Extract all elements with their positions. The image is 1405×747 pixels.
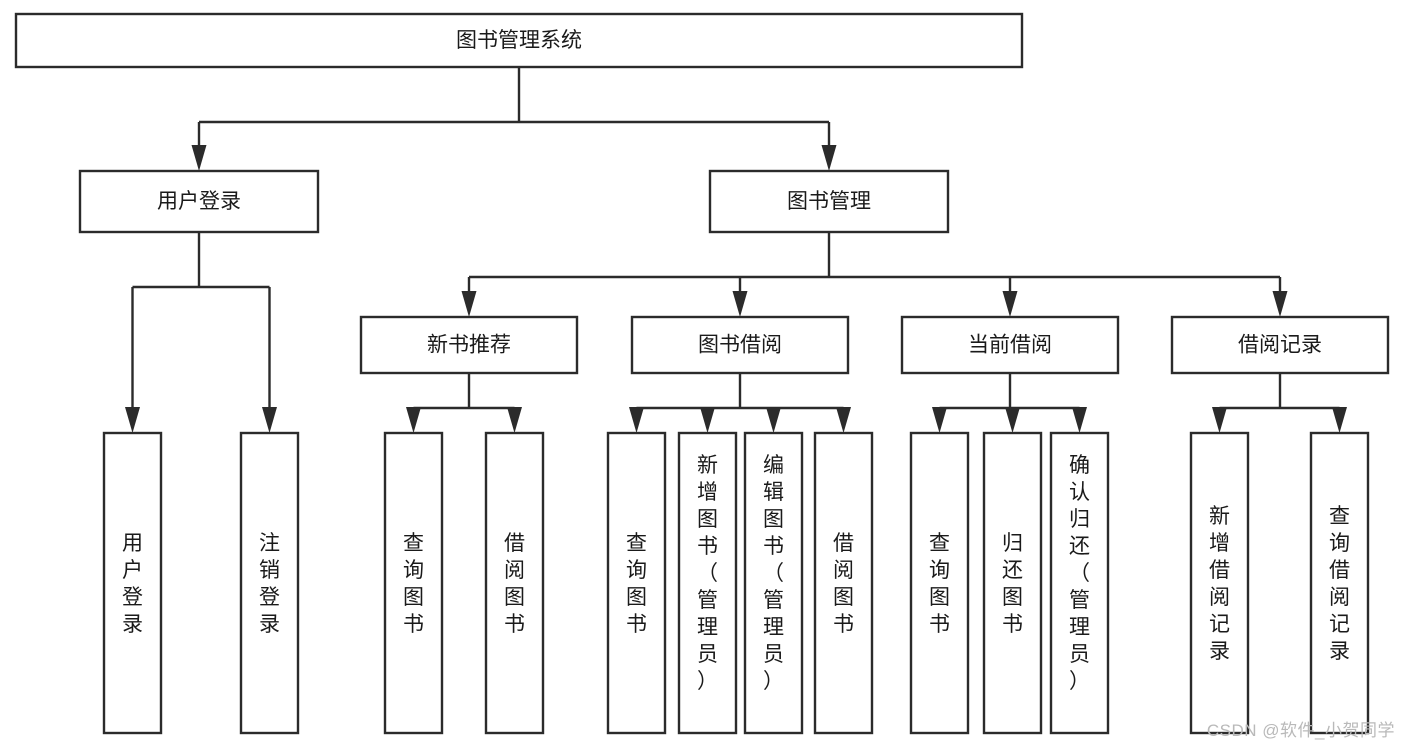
- node-leaf-user-logout[interactable]: 注销登录: [239, 431, 300, 735]
- node-label: 借阅记录: [1238, 334, 1322, 357]
- edge-arrowhead: [262, 407, 277, 433]
- node-label: 查询借阅记录: [1329, 505, 1350, 663]
- edge-arrowhead: [461, 291, 477, 317]
- node-box[interactable]: [484, 431, 545, 735]
- edge-arrowhead: [1272, 291, 1288, 317]
- node-current-borrow[interactable]: 当前借阅: [900, 315, 1120, 375]
- node-label: 用户登录: [122, 532, 143, 636]
- node-label: 用户登录: [157, 190, 241, 213]
- edge-arrowhead: [1005, 407, 1020, 433]
- node-box[interactable]: [239, 431, 300, 735]
- node-new-book-rec[interactable]: 新书推荐: [359, 315, 579, 375]
- node-box[interactable]: [1049, 431, 1110, 735]
- node-leaf-query-book-3[interactable]: 查询图书: [909, 431, 970, 735]
- node-box[interactable]: [383, 431, 444, 735]
- edge-arrowhead: [932, 407, 947, 433]
- edge-arrowhead: [821, 145, 837, 171]
- node-leaf-edit-book[interactable]: 编辑图书（管理员）: [743, 431, 804, 735]
- node-box[interactable]: [14, 12, 1024, 69]
- node-label: 确认归还（管理员）: [1069, 454, 1090, 693]
- node-label: 查询图书: [403, 532, 424, 636]
- node-user-login[interactable]: 用户登录: [78, 169, 320, 234]
- node-label: 图书管理: [787, 190, 871, 213]
- node-label: 新书推荐: [427, 334, 511, 357]
- node-leaf-query-book-2[interactable]: 查询图书: [606, 431, 667, 735]
- node-label: 编辑图书（管理员）: [763, 454, 784, 693]
- node-label: 借阅图书: [504, 532, 525, 636]
- node-leaf-return-book[interactable]: 归还图书: [982, 431, 1043, 735]
- edge-arrowhead: [732, 291, 748, 317]
- node-box[interactable]: [677, 431, 738, 735]
- node-label: 新增图书（管理员）: [697, 454, 718, 693]
- node-box[interactable]: [359, 315, 579, 375]
- edge-arrowhead: [836, 407, 851, 433]
- node-label: 图书借阅: [698, 334, 782, 357]
- node-box[interactable]: [606, 431, 667, 735]
- nodes-layer: 图书管理系统用户登录图书管理新书推荐图书借阅当前借阅借阅记录用户登录注销登录查询…: [14, 12, 1390, 735]
- node-label: 新增借阅记录: [1209, 505, 1230, 663]
- node-label: 查询图书: [929, 532, 950, 636]
- node-label: 借阅图书: [833, 532, 854, 636]
- node-box[interactable]: [900, 315, 1120, 375]
- node-leaf-add-record[interactable]: 新增借阅记录: [1189, 431, 1250, 735]
- node-box[interactable]: [708, 169, 950, 234]
- node-leaf-add-book[interactable]: 新增图书（管理员）: [677, 431, 738, 735]
- node-label: 注销登录: [259, 532, 280, 636]
- edge-arrowhead: [1212, 407, 1227, 433]
- node-borrow-record[interactable]: 借阅记录: [1170, 315, 1390, 375]
- node-leaf-user-login[interactable]: 用户登录: [102, 431, 163, 735]
- node-leaf-query-record[interactable]: 查询借阅记录: [1309, 431, 1370, 735]
- node-label: 当前借阅: [968, 334, 1052, 357]
- edge-arrowhead: [700, 407, 715, 433]
- edge-arrowhead: [125, 407, 140, 433]
- node-root[interactable]: 图书管理系统: [14, 12, 1024, 69]
- node-box[interactable]: [743, 431, 804, 735]
- node-leaf-borrow-book-2[interactable]: 借阅图书: [813, 431, 874, 735]
- node-box[interactable]: [909, 431, 970, 735]
- node-box[interactable]: [813, 431, 874, 735]
- edge-arrowhead: [766, 407, 781, 433]
- edge-arrowhead: [1002, 291, 1018, 317]
- node-book-borrow[interactable]: 图书借阅: [630, 315, 850, 375]
- edges-layer: [125, 67, 1347, 433]
- node-box[interactable]: [102, 431, 163, 735]
- edge-arrowhead: [1332, 407, 1347, 433]
- edge-arrowhead: [629, 407, 644, 433]
- node-box[interactable]: [1170, 315, 1390, 375]
- edge-arrowhead: [507, 407, 522, 433]
- node-leaf-query-book-1[interactable]: 查询图书: [383, 431, 444, 735]
- node-label: 查询图书: [626, 532, 647, 636]
- node-box[interactable]: [1309, 431, 1370, 735]
- watermark-label: CSDN @软件_小贺同学: [1206, 721, 1395, 740]
- node-label: 图书管理系统: [456, 29, 582, 52]
- node-leaf-borrow-book-1[interactable]: 借阅图书: [484, 431, 545, 735]
- edge-arrowhead: [406, 407, 421, 433]
- node-box[interactable]: [78, 169, 320, 234]
- node-box[interactable]: [982, 431, 1043, 735]
- edge-arrowhead: [1072, 407, 1087, 433]
- node-box[interactable]: [630, 315, 850, 375]
- node-book-manage[interactable]: 图书管理: [708, 169, 950, 234]
- node-label: 归还图书: [1002, 532, 1023, 636]
- node-box[interactable]: [1189, 431, 1250, 735]
- edge-arrowhead: [191, 145, 207, 171]
- node-leaf-confirm-return[interactable]: 确认归还（管理员）: [1049, 431, 1110, 735]
